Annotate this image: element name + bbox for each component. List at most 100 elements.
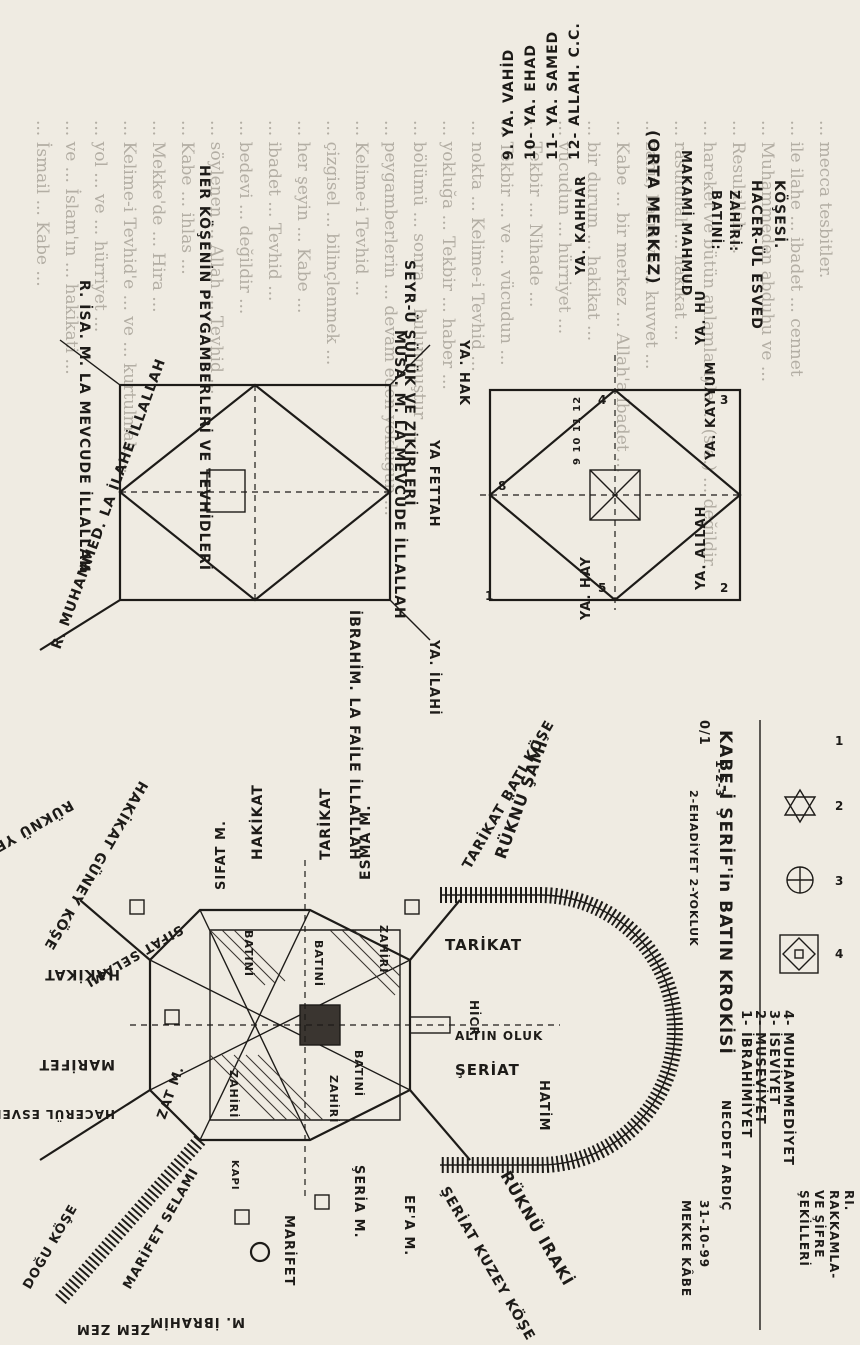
- print-line: ... Muhammeden abduhu ve ...: [757, 120, 777, 382]
- print-line: ... hareket ve bütün anlamlarıyla ... (s…: [699, 120, 719, 569]
- print-line: ... mecca tesbitler.: [815, 120, 835, 278]
- print-line: ... her şeyin ... Kabe ...: [293, 120, 313, 313]
- inner-zahiri-3: ZAHİRİ: [327, 1075, 341, 1123]
- label-musa: MUSA. M. LA MEVCUDE İLLALLAH: [391, 330, 408, 620]
- kosesi: KÖŞESİ.: [771, 180, 789, 249]
- legend-mark-3: 3: [835, 874, 844, 888]
- print-line: ... vücudun ... hürriyet ...: [554, 120, 574, 334]
- list-item-12: 12- ALLAH. C.C.: [567, 22, 583, 160]
- print-line: ... yol ... ve ... hürriyet ...: [90, 120, 110, 332]
- num-8: 8: [498, 479, 507, 493]
- label-ya-hay: YA. HAY: [579, 556, 594, 621]
- legend-row-3: 3- İSEVİYET: [766, 1010, 782, 1105]
- orta-merkez: (ORTA MERKEZ): [644, 130, 663, 285]
- label-isa: R. İSA. M. LA MEVCUDE İLLALLAH: [76, 280, 93, 573]
- print-line: ... ibadet ... Tevhid ...: [264, 120, 284, 301]
- legend-author: NECDET ARDIÇ: [719, 1100, 733, 1211]
- print-line: ... ile ilahe ... ibadet ... cennet: [786, 120, 806, 377]
- print-line: ... çizgisel ... bilinçlenmek ...: [322, 120, 342, 365]
- label-ya-allah: YA. ALLAH: [694, 505, 709, 591]
- print-line: ... söylenen ... Allah ... Tevhid ...: [206, 120, 226, 394]
- label-m-ibrahim: M. İBRAHİM: [149, 1314, 245, 1330]
- label-marifet-bottom: MARİFET: [281, 1215, 297, 1286]
- label-ya-hak: YA. HAK: [456, 339, 471, 406]
- right-rakkam: RAKKAMLA-: [827, 1190, 841, 1279]
- label-zat-m: ZAT M.: [155, 1064, 188, 1122]
- label-ya-kayyum: YA. KAYYUM: [704, 361, 719, 461]
- print-line: ... ve ... İslam'ın ... hakikati ...: [61, 120, 82, 375]
- label-seriat-inner: ŞERİAT: [455, 1060, 520, 1079]
- label-hatim: HATİM: [536, 1080, 552, 1132]
- print-line: ... zahir, batın ve ... kuvvet ...: [641, 120, 661, 369]
- label-sifat-selami: SIFAT SELAMI: [82, 922, 185, 990]
- legend-mark-1: 1: [835, 734, 844, 748]
- print-line: ... Tekbir ... Nihade ...: [525, 120, 545, 307]
- num-1: 1: [485, 589, 494, 603]
- legend-mark-2: 2: [835, 799, 844, 813]
- print-line: ... Kabe ... ihlas ...: [177, 120, 197, 275]
- label-ya-fettah: YA FETTAH: [426, 439, 441, 527]
- upper-left-spokes: [39, 339, 431, 651]
- hacer-esved: HACER-ÜL ESVED: [748, 180, 766, 330]
- label-ibrahim-faile: İBRAHİM. LA FAİLE İLLALLAH: [346, 610, 363, 861]
- num-4: 4: [598, 393, 607, 407]
- label-efa-m: EF'A M.: [401, 1195, 416, 1256]
- label-zemzem: ZEM ZEM: [76, 1321, 150, 1336]
- print-line: ... Resulullah ...: [728, 120, 748, 254]
- label-center-nums: 9 10 11 12: [572, 396, 583, 465]
- print-line: ... bir durum ... hakikat ...: [583, 120, 603, 341]
- label-hakikat-top: HAKİKAT: [249, 784, 266, 860]
- batini-label: BATINİ:: [708, 190, 724, 251]
- label-ya-kahhar: YA. KAHHAR: [574, 175, 589, 276]
- legend-note-upper: 2-EHADİYET 2-YOKLUK: [687, 790, 701, 947]
- label-her-kose: HER KÖŞENİN PEYGAMBERLERİ VE TEVHİDLERİ: [196, 165, 214, 571]
- upper-left-square: [118, 383, 392, 602]
- label-seyr-suluk: SEYR-Ü SÜLÜK VE ZİKİRLERİ: [401, 260, 419, 507]
- right-sekilleri: ŞEKİLLERİ: [797, 1190, 812, 1267]
- label-marifet-left: MARİFET: [39, 1056, 115, 1073]
- label-altin-oluk: ALTIN OLUK: [455, 1029, 543, 1043]
- legend-note-top: 1-2-3: [713, 760, 726, 797]
- print-line: ... Mekke'de ... Hira ...: [148, 120, 168, 313]
- print-line: ... nokta ... Kelime-i Tevhid ...: [467, 120, 487, 372]
- label-tarikat-inner: TARİKAT: [445, 935, 522, 954]
- makam-mahmud: MAKAMİ MAHMUD: [678, 150, 694, 297]
- list-item-10: 10- YA. EHAD: [523, 44, 539, 160]
- legend-shapes: [759, 720, 819, 1330]
- num-5: 5: [598, 581, 607, 595]
- num-2: 2: [720, 581, 729, 595]
- label-kapi: KAPI: [229, 1160, 240, 1191]
- legend-title: KABE-İ ŞERİF'in BATIN KROKİSİ: [715, 730, 737, 1055]
- list-item-11: 11- YA. SAMED: [545, 31, 561, 160]
- print-line: ... Kabe ... bir merkez ... Allah'a ibad…: [612, 120, 632, 473]
- inner-zahiri-2: ZAHİRİ: [227, 1070, 241, 1118]
- print-line: ... İsmail ... Kabe ...: [32, 120, 53, 287]
- label-dogu-kose: DOĞU KÖŞE: [20, 1201, 82, 1292]
- inner-batini-2: BATINİ: [312, 940, 326, 987]
- legend-fraction: 0/1: [696, 720, 711, 746]
- inner-batini-1: BATINİ: [242, 930, 256, 977]
- print-line: ... rasulullah ... hakikat ...: [670, 120, 690, 341]
- label-rukn-yemani: RÜKNÜ YEMANİ: [0, 797, 77, 880]
- label-hakikat-left: HAKİKAT: [44, 966, 120, 983]
- right-ri: RI.: [842, 1190, 856, 1211]
- inner-batini-3: BATINİ: [352, 1050, 366, 1097]
- kaaba-structure: [39, 860, 683, 1305]
- label-tarikat-side: TARİKAT: [317, 788, 334, 860]
- label-hicr: HİCR: [467, 1000, 482, 1037]
- right-ve-sifre: VE ŞİFRE: [812, 1190, 827, 1258]
- print-line: ... Tekbir ... ve ... vücudun ...: [496, 120, 516, 366]
- label-ya-hu: YA. HU: [694, 290, 709, 346]
- legend-row-1: 1- İBRAHİMİYET: [738, 1010, 754, 1138]
- legend-row-2: 2- MUSEVİYET: [752, 1010, 768, 1125]
- label-rukn-iraki: RÜKNÜ IRAKİ: [497, 1168, 578, 1290]
- inner-zahiri-1: ZAHİRİ: [377, 925, 391, 973]
- label-marifet-selam: MARİFET SELAMI: [120, 1165, 203, 1292]
- label-hacerul-esved: HACERÜL ESVED: [0, 1107, 115, 1122]
- print-line: ... Kelime-i Tevhid ...: [351, 120, 371, 296]
- print-line: ... peygamberlerin ... devam eden yokluğ…: [380, 120, 400, 516]
- label-ya-ilahi: YA. İLAHİ: [426, 639, 442, 716]
- print-line: ... yokluğa ... Tekbir ... haber ...: [438, 120, 458, 390]
